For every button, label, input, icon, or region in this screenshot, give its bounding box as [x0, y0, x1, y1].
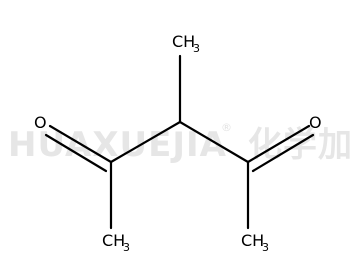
atom-methyl-top: CH 3	[172, 32, 200, 55]
bond-c3-c4	[178, 120, 250, 164]
atom-methyl-bottom-right-subscript: 3	[262, 241, 269, 254]
atom-methyl-top-label: CH	[172, 32, 195, 51]
atom-methyl-top-subscript: 3	[193, 42, 200, 55]
atom-labels: O O CH 3 CH 3 CH 3	[34, 32, 322, 254]
atom-oxygen-left: O	[34, 113, 47, 132]
atom-methyl-bottom-right-label: CH	[241, 231, 264, 250]
bond-c2-o1-b	[44, 133, 108, 173]
bond-c2-o1-a	[48, 124, 113, 164]
atom-oxygen-right: O	[309, 113, 322, 132]
bonds	[44, 54, 315, 230]
watermark-registered-mark: ®	[221, 121, 232, 134]
bond-c3-c2	[109, 120, 182, 164]
bond-c4-o2-a	[246, 124, 311, 164]
atom-methyl-bottom-right: CH 3	[241, 231, 269, 254]
atom-methyl-bottom-left: CH 3	[102, 231, 130, 254]
atom-methyl-bottom-left-label: CH	[102, 231, 125, 250]
bond-c4-o2-b	[251, 133, 315, 173]
atom-methyl-bottom-left-subscript: 3	[123, 241, 130, 254]
